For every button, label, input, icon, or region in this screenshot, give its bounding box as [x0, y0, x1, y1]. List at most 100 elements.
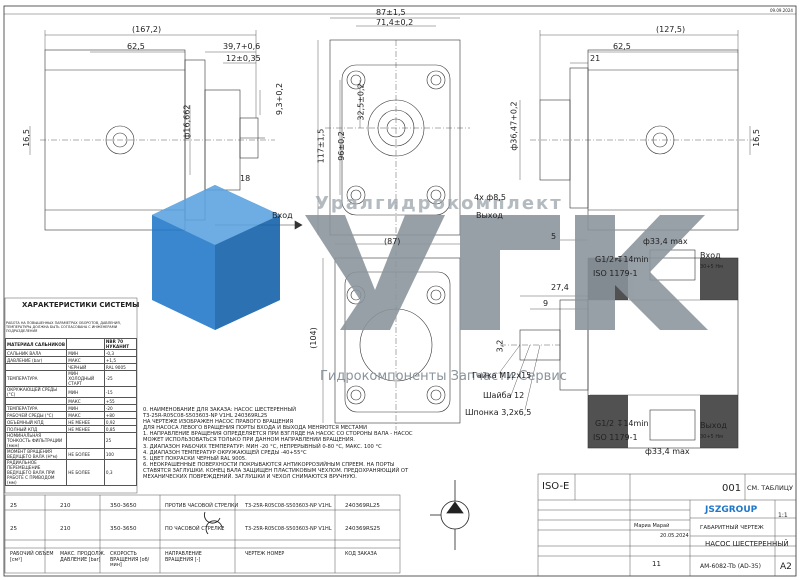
specs-cell: -25: [103, 370, 138, 387]
specs-row: МОМЕНТ ВРАЩЕНИЯ ВЕДУЩЕГО ВАЛА (Н*м)НЕ БО…: [4, 448, 138, 460]
tb-product: НАСОС ШЕСТЕРЕННЫЙ: [705, 540, 789, 548]
specs-row: ДАВЛЕНИЕ (bar)МАКС+1,5: [4, 356, 138, 364]
dim-g12-top: G1/2 ↧14min: [595, 255, 649, 264]
dim-104: (104): [308, 327, 318, 349]
specs-cell: 0,92: [103, 418, 138, 426]
specs-cell: 25: [103, 432, 138, 449]
tb-standard: ISO-E: [542, 481, 570, 492]
variant-header: ЧЕРТЕЖ НОМЕР: [245, 552, 285, 557]
tb-sheets: 11: [652, 560, 661, 568]
specs-cell: МИН: [66, 386, 105, 398]
note-line: 4. ДИАПАЗОН ТЕМПЕРАТУР ОКРУЖАЮЩЕЙ СРЕДЫ …: [143, 449, 307, 456]
specs-row: НОМИНАЛЬНАЯ ТОНКОСТЬ ФИЛЬТРАЦИИ (мкм) 25: [4, 432, 138, 449]
specs-cell: НОМИНАЛЬНАЯ ТОНКОСТЬ ФИЛЬТРАЦИИ (мкм): [4, 432, 68, 449]
specs-cell: +80: [103, 411, 138, 419]
pump-symbol: [430, 480, 470, 550]
dim-iso-bottom: ISO 1179-1: [593, 433, 638, 442]
specs-cell: ОКРУЖАЮЩЕЙ СРЕДЫ (°С): [4, 386, 68, 398]
specs-cell: +1,5: [103, 356, 138, 364]
specs-cell: МОМЕНТ ВРАЩЕНИЯ ВЕДУЩЕГО ВАЛА (Н*м): [4, 448, 68, 460]
specs-cell: [66, 432, 105, 449]
specs-cell: NBR 70 НУКАНИТ: [103, 338, 138, 350]
front-view-top: [317, 17, 470, 240]
torque-outlet: 30+5 Нм: [700, 434, 723, 440]
note-line: 1. НАПРАВЛЕНИЕ ВРАЩЕНИЯ ОПРЕДЕЛЯЕТСЯ ПРИ…: [143, 431, 413, 438]
dim-87: (87): [384, 237, 401, 246]
variant-drawing: Т3-25R-R05С08-S503603-NP V1НL: [245, 526, 332, 532]
label-outlet-right: Выход: [700, 421, 727, 430]
specs-row: РАДИАЛЬНОЕ ПЕРЕМЕЩЕНИЕ ВЕДУЩЕГО ВАЛА ПРИ…: [4, 459, 138, 486]
variant-pressure: 210: [60, 503, 71, 509]
specs-row: МАТЕРИАЛ САЛЬНИКОВ NBR 70 НУКАНИТ: [4, 338, 138, 350]
variant-direction: ПРОТИВ ЧАСОВОЙ СТРЕЛКИ: [165, 503, 239, 509]
specs-cell: -0,3: [103, 349, 138, 357]
note-line: МОЖЕТ ИСПОЛЬЗОВАТЬСЯ ТОЛЬКО ПРИ ДАННОМ Н…: [143, 437, 355, 444]
dim-overall-right: (127,5): [656, 25, 686, 34]
tb-drawing-no: AM-6082-Tb (AD-35): [700, 563, 761, 570]
variant-code: 240369RL25: [345, 503, 380, 509]
variant-volume: 25: [10, 526, 17, 532]
dim-625-left: 62,5: [127, 42, 145, 51]
specs-cell: МИН: [66, 349, 105, 357]
notes-block: 0. НАИМЕНОВАНИЕ ДЛЯ ЗАКАЗА: НАСОС ШЕСТЕР…: [143, 407, 538, 480]
variant-header: НАПРАВЛЕНИЕ ВРАЩЕНИЯ [-]: [165, 552, 202, 563]
specs-cell: МАТЕРИАЛ САЛЬНИКОВ: [4, 338, 68, 350]
specs-cell: RAL 9005: [103, 363, 138, 371]
specs-row: МАКС+55: [4, 397, 138, 405]
specs-cell: -15: [103, 386, 138, 398]
variant-volume: 25: [10, 503, 17, 509]
variant-pressure: 210: [60, 526, 71, 532]
specs-cell: НЕ БОЛЕЕ: [66, 459, 105, 486]
label-inlet: Вход: [272, 211, 293, 220]
tb-top-date: 09.09.2024: [770, 8, 793, 13]
tb-date: 20.05.2024: [660, 533, 689, 539]
note-line: МЕХАНИЧЕСКИХ ПОВРЕЖДЕНИЙ. ЗАГЛУШКИ И ЧЕХ…: [143, 474, 357, 481]
specs-cell: [4, 397, 68, 405]
dim-32: 3,2: [495, 339, 505, 353]
variant-header: СКОРОСТЬ ВРАЩЕНИЯ [об/мин]: [110, 552, 150, 568]
dim-334-top: ф33,4 max: [643, 237, 688, 246]
variant-header: РАБОЧИЙ ОБЪЕМ [см³]: [10, 552, 54, 563]
tb-format: A2: [780, 562, 792, 572]
specs-cell: -20: [103, 404, 138, 412]
specs-cell: ТЕМПЕРАТУРА: [4, 404, 68, 412]
specs-cell: РАДИАЛЬНОЕ ПЕРЕМЕЩЕНИЕ ВЕДУЩЕГО ВАЛА ПРИ…: [4, 459, 68, 486]
specs-cell: +55: [103, 397, 138, 405]
tb-table-note: СМ. ТАБЛИЦУ: [747, 484, 793, 492]
tb-sheet: 001: [722, 483, 742, 494]
dim-5: 5: [551, 232, 557, 241]
specs-title: ХАРАКТЕРИСТИКИ СИСТЕМЫ: [22, 301, 140, 309]
dim-12: 12±0,35: [226, 54, 261, 63]
dim-93: 9,3+0,2: [275, 82, 285, 116]
label-washer: Шайба 12: [483, 391, 525, 400]
note-line: СТАВЯТСЯ ЗАГЛУШКИ. КОНЕЦ ВАЛА ЗАЩИЩЕН ПЛ…: [143, 467, 409, 474]
tb-scale: 1:1: [778, 512, 788, 519]
watermark-company: Уралгидрокомплект: [315, 193, 563, 214]
dim-117: 117±1,5: [316, 128, 326, 164]
dim-holes: 4x ф8,5: [474, 193, 506, 202]
dim-shaft: ф16,662: [182, 104, 192, 140]
note-line: НА ЧЕРТЕЖЕ ИЗОБРАЖЕН НАСОС ПРАВОГО ВРАЩЕ…: [143, 419, 294, 426]
dim-165-left: 16,5: [21, 129, 31, 147]
specs-cell: [4, 363, 68, 371]
specs-subtitle: РАБОТА НА ПОВЫШЕННЫХ ПАРАМЕТРАХ ОБОРОТОВ…: [6, 321, 121, 333]
variants-grid: [4, 297, 401, 574]
dim-overall-left: (167,2): [132, 25, 162, 34]
dim-g12-bottom: G1/2 ↧14min: [595, 419, 649, 428]
variant-code: 240369RS25: [345, 526, 381, 532]
dim-3647: ф36,47+0,2: [509, 101, 519, 151]
note-line: 5. ЦВЕТ ПОКРАСКИ ЧЕРНЫЙ RAL 9005.: [143, 455, 247, 462]
specs-cell: ДАВЛЕНИЕ (bar): [4, 356, 68, 364]
note-line: 3. ДИАПАЗОН РАБОЧИХ ТЕМПЕРАТУР: МИН -20 …: [143, 443, 382, 450]
label-outlet: Выход: [476, 211, 503, 220]
torque-inlet: 30+5 Нм: [700, 264, 723, 270]
label-key: Шпонка 3,2x6,5: [465, 408, 532, 417]
